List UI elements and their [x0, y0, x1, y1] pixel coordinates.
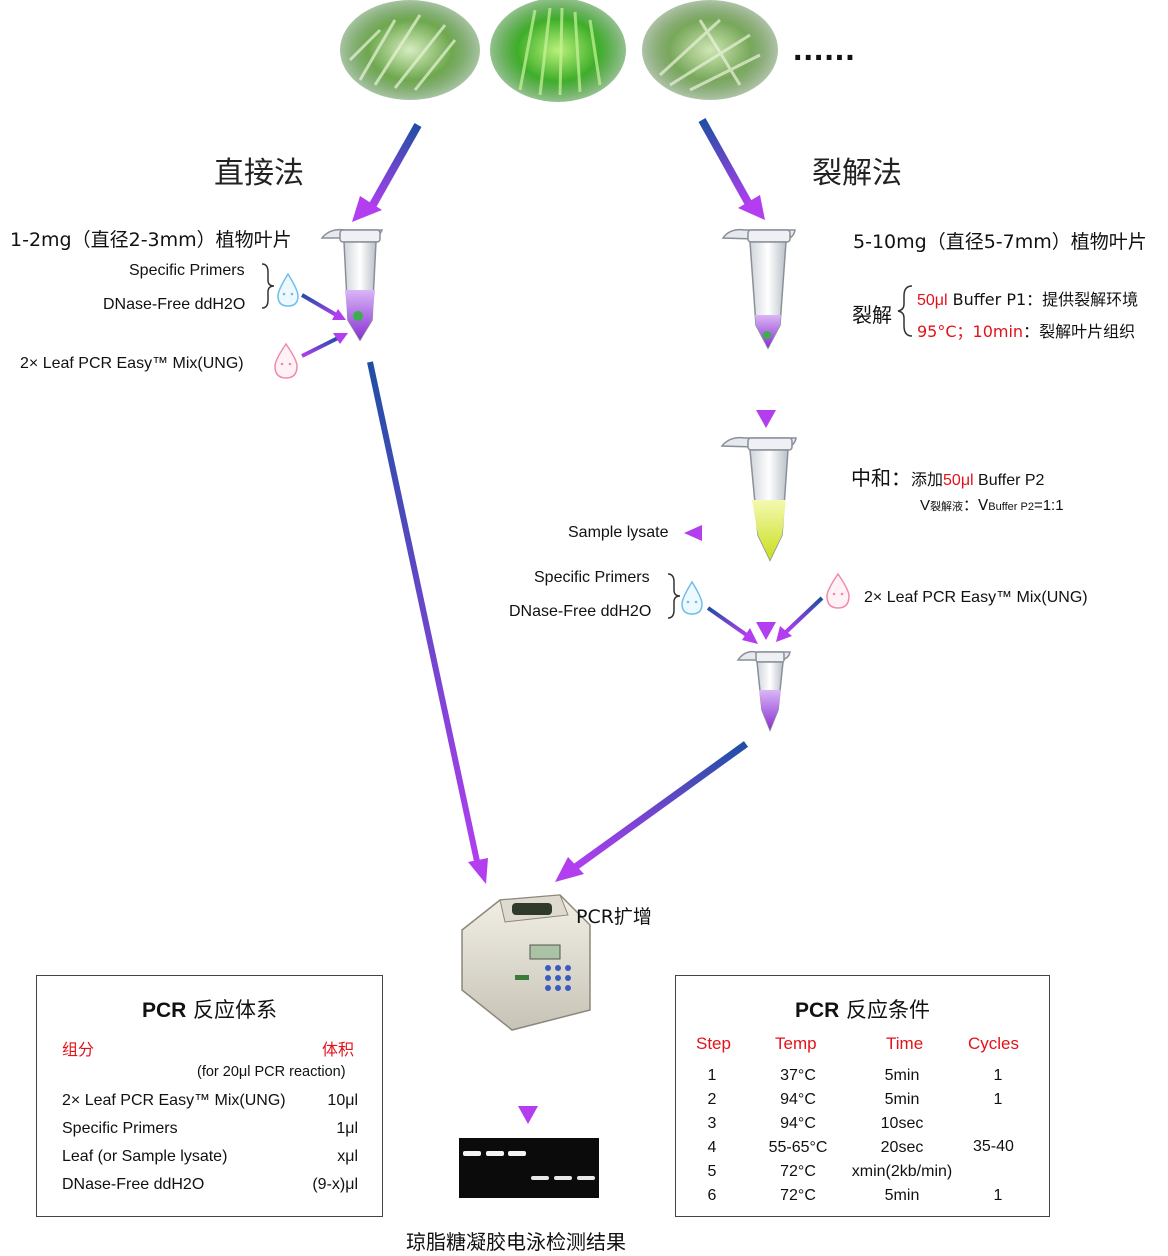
arrow-to-sample-lysate: [684, 525, 752, 541]
lysis-tube-2-icon: [720, 436, 797, 562]
lysis-primer-brace: [667, 573, 681, 619]
volume-header: 体积: [322, 1040, 355, 1059]
lysis-word: 裂解: [852, 303, 892, 327]
direct-method-title: 直接法: [214, 156, 304, 191]
sample-lysate-label: Sample lysate: [568, 524, 669, 541]
system-row-name: Leaf (or Sample lysate): [62, 1148, 228, 1165]
condition-cell-time: 5min: [884, 1091, 920, 1108]
lysis-step-2-condition: 95°C；10min: [917, 322, 1024, 341]
lysis-mix-label: 2× Leaf PCR Easy™ Mix(UNG): [864, 589, 1088, 606]
arrow-neutral-to-pcr-tube: [756, 568, 776, 640]
neutralize-line: 中和：添加50μl Buffer P2: [851, 462, 1044, 491]
arrow-mix-to-pcr-tube: [776, 596, 824, 642]
condition-cell-temp: 94°C: [780, 1115, 816, 1132]
system-row-name: DNase-Free ddH2O: [62, 1176, 205, 1193]
condition-cell-step: 1: [707, 1067, 717, 1084]
lysis-tube-1-icon: [721, 228, 796, 350]
blue-droplet-icon: [681, 580, 703, 615]
neutralize-amount: 50μl: [943, 472, 974, 489]
condition-cell-step: 6: [707, 1187, 717, 1204]
pcr-tube-icon: [736, 650, 791, 733]
header-time: Time: [886, 1034, 924, 1053]
condition-cell-temp: 37°C: [780, 1067, 816, 1084]
arrow-primer-to-pcr-tube: [706, 606, 758, 644]
system-row-vol: (9-x)μl: [312, 1176, 358, 1193]
reaction-conditions-table: PCR 反应条件 Step Temp Time Cycles: [675, 975, 1050, 1217]
condition-cell-time: 20sec: [880, 1139, 924, 1156]
reaction-conditions-title: PCR 反应条件: [794, 998, 931, 1022]
condition-cell-step: 5: [707, 1163, 717, 1180]
condition-cell-cycles: 1: [993, 1067, 1003, 1084]
ellipsis: ......: [793, 30, 856, 68]
direct-mix-label: 2× Leaf PCR Easy™ Mix(UNG): [20, 355, 244, 372]
lysis-water-label: DNase-Free ddH2O: [509, 603, 652, 620]
condition-cell-cycles: 1: [993, 1187, 1003, 1204]
direct-primer-label: Specific Primers: [129, 262, 245, 279]
condition-cell-temp: 94°C: [780, 1091, 816, 1108]
gel-caption: 琼脂糖凝胶电泳检测结果: [406, 1230, 626, 1254]
condition-cell-step: 3: [707, 1115, 717, 1132]
arrow-lysis-to-neutral: [756, 352, 776, 428]
condition-cell-temp: 72°C: [780, 1163, 816, 1180]
condition-cell-temp: 55-65°C: [768, 1139, 828, 1156]
lysis-brace: [897, 285, 913, 337]
direct-water-label: DNase-Free ddH2O: [103, 296, 246, 313]
lysis-step-2: 95°C；10min：裂解叶片组织: [917, 318, 1135, 342]
arrow-pcr-to-gel: [518, 1046, 538, 1124]
lysis-method-title: 裂解法: [812, 156, 902, 191]
loop-cycles: 35-40: [973, 1138, 1014, 1155]
condition-cell-time: xmin(2kb/min): [851, 1163, 953, 1180]
leaf-image-1: [340, 0, 480, 100]
pcr-amplify-label: PCR扩增: [576, 906, 652, 928]
blue-droplet-icon: [277, 272, 299, 307]
system-row-vol: 10μl: [327, 1092, 358, 1109]
neutralize-prefix: 中和：: [851, 466, 911, 490]
direct-leaf-desc: 1-2mg（直径2-3mm）植物叶片: [10, 229, 292, 251]
system-row-name: 2× Leaf PCR Easy™ Mix(UNG): [62, 1092, 286, 1109]
lysis-step-1-text: Buffer P1：提供裂解环境: [947, 290, 1139, 309]
header-step: Step: [696, 1034, 731, 1053]
direct-brace: [261, 263, 275, 309]
lysis-step-2-text: ：裂解叶片组织: [1023, 322, 1136, 341]
system-row-vol: 1μl: [336, 1120, 358, 1137]
volume-ratio: V裂解液：VBuffer P2=1:1: [920, 496, 1064, 514]
lysis-step-1: 50μl Buffer P1：提供裂解环境: [917, 286, 1138, 310]
system-row-vol: xμl: [337, 1148, 358, 1165]
arrow-to-lysis: [698, 118, 765, 220]
gel-image: [459, 1138, 599, 1198]
leaf-image-2: [490, 0, 626, 102]
lysis-primer-label: Specific Primers: [534, 569, 650, 586]
arrow-direct-to-pcr: [367, 361, 488, 884]
condition-cell-temp: 72°C: [780, 1187, 816, 1204]
neutralize-buffer: Buffer P2: [973, 472, 1045, 489]
lysis-leaf-desc: 5-10mg（直径5-7mm）植物叶片: [853, 231, 1147, 253]
pcr-machine-icon: [461, 894, 591, 1031]
arrow-mix-to-direct: [301, 333, 348, 358]
lysis-step-1-amount: 50μl: [917, 292, 948, 309]
condition-cell-step: 4: [707, 1139, 717, 1156]
condition-cell-cycles: 1: [993, 1091, 1003, 1108]
component-header: 组分: [62, 1040, 95, 1059]
condition-cell-time: 5min: [884, 1187, 920, 1204]
leaf-image-3: [642, 0, 778, 100]
reaction-system-title: PCR 反应体系: [141, 998, 278, 1022]
reaction-note: (for 20μl PCR reaction): [197, 1064, 346, 1080]
pink-droplet-icon: [274, 342, 298, 379]
arrow-primer-to-direct: [300, 293, 346, 320]
condition-cell-time: 10sec: [880, 1115, 924, 1132]
header-cycles: Cycles: [968, 1034, 1020, 1053]
arrow-to-direct: [352, 123, 422, 222]
neutralize-add: 添加: [911, 470, 944, 489]
system-row-name: Specific Primers: [62, 1120, 178, 1137]
arrow-lysis-to-pcr: [555, 741, 749, 882]
reaction-system-table: PCR 反应体系 组分 体积 (for 20μl PCR reaction) 2…: [36, 975, 383, 1217]
condition-cell-step: 2: [707, 1091, 717, 1108]
header-temp: Temp: [775, 1034, 817, 1053]
condition-cell-time: 5min: [884, 1067, 920, 1084]
direct-tube-icon: [320, 228, 384, 342]
pink-droplet-icon: [826, 572, 850, 609]
